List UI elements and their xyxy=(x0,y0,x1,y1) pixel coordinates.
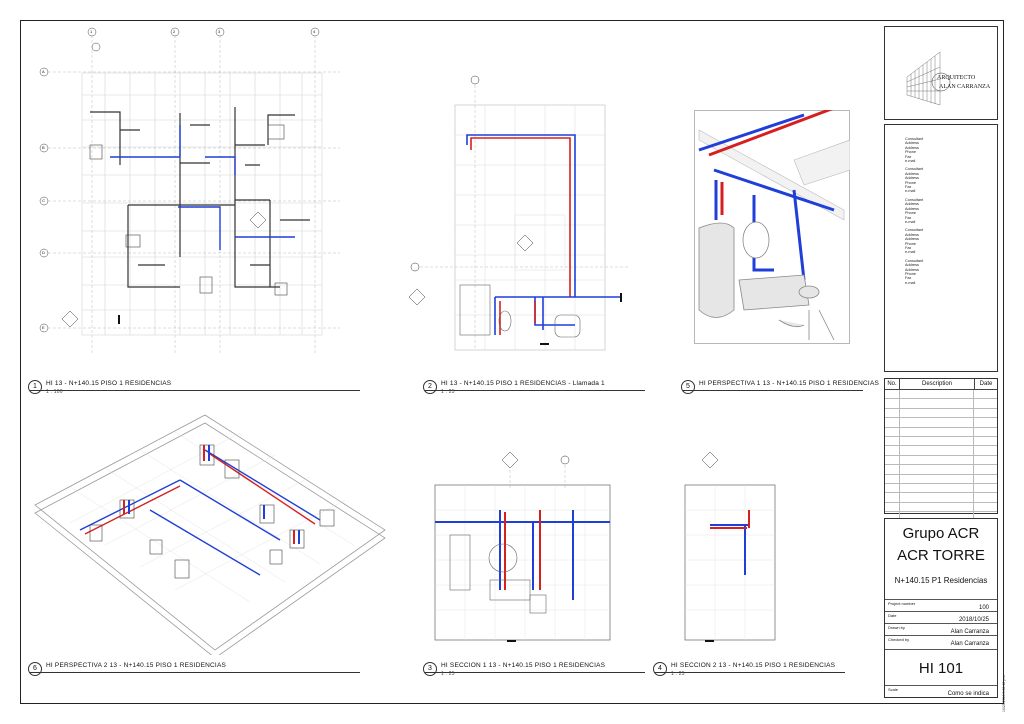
enlarged-plan-drawing xyxy=(408,75,630,351)
rev-col-date: Date xyxy=(979,381,993,387)
perspective-1-drawing xyxy=(694,110,850,344)
view-title-2: 2 HI 13 - N+140.15 PISO 1 RESIDENCIAS - … xyxy=(423,380,605,395)
checked-by-row: Checked by Alan Carranza xyxy=(885,635,997,648)
project-number-row: Project number 100 xyxy=(885,599,997,612)
view-number-6: 6 xyxy=(28,662,42,676)
view-number-1: 1 xyxy=(28,380,42,394)
view-scale-4: 1 : 25 xyxy=(671,671,685,677)
view-title-text-6: HI PERSPECTIVA 2 13 - N+140.15 PISO 1 RE… xyxy=(46,662,227,669)
view-title-text-1: HI 13 - N+140.15 PISO 1 RESIDENCIAS xyxy=(46,380,172,387)
view-perspective-1[interactable] xyxy=(694,110,850,344)
drawn-by-row: Drawn by Alan Carranza xyxy=(885,623,997,636)
rev-col-no: No. xyxy=(885,379,900,389)
client-name: Grupo ACR xyxy=(902,525,980,542)
logo-box: ARQUITECTO ALAN CARRANZA xyxy=(884,26,998,120)
scale-value: Como se indica xyxy=(947,691,989,697)
view-title-4: 4 HI SECCION 2 13 - N+140.15 PISO 1 RESI… xyxy=(653,662,835,677)
project-number-value: 100 xyxy=(978,605,989,611)
checked-by-value: Alan Carranza xyxy=(950,641,989,647)
view-title-text-5: HI PERSPECTIVA 1 13 - N+140.15 PISO 1 RE… xyxy=(699,380,880,387)
grid-label-a: A xyxy=(42,69,45,74)
view-title-underline-6 xyxy=(30,672,360,673)
view-title-underline-3 xyxy=(425,672,645,673)
grid-label-c: C xyxy=(42,198,45,203)
view-title-5: 5 HI PERSPECTIVA 1 13 - N+140.15 PISO 1 … xyxy=(681,380,879,394)
project-info-box: Grupo ACR ACR TORRE N+140.15 P1 Residenc… xyxy=(884,518,998,698)
view-title-underline-4 xyxy=(655,672,845,673)
grid-label-4: 4 xyxy=(313,29,316,34)
date-value: 2018/10/25 xyxy=(958,617,989,623)
section-1-drawing xyxy=(434,451,611,642)
view-floor-plan[interactable]: 1 2 3 4 A B C D E xyxy=(30,25,360,370)
view-scale-3: 1 : 25 xyxy=(441,671,455,677)
view-title-text-3: HI SECCION 1 13 - N+140.15 PISO 1 RESIDE… xyxy=(441,662,606,669)
print-timestamp: 10/25/2018 5:00:48 p.m. xyxy=(1002,674,1006,712)
date-row: Date 2018/10/25 xyxy=(885,611,997,624)
view-title-text-2: HI 13 - N+140.15 PISO 1 RESIDENCIAS - Ll… xyxy=(441,380,605,387)
grid-label-b: B xyxy=(42,145,45,150)
grid-label-e: E xyxy=(42,325,45,330)
revisions-header: No. Description Date xyxy=(885,379,997,390)
view-enlarged-plan[interactable] xyxy=(405,75,635,355)
section-2-drawing xyxy=(684,451,776,642)
view-number-4: 4 xyxy=(653,662,667,676)
revisions-table: No. Description Date xyxy=(884,378,998,522)
view-number-5: 5 xyxy=(681,380,695,394)
view-title-underline-5 xyxy=(683,390,863,391)
grid-label-d: D xyxy=(42,250,45,255)
view-title-3: 3 HI SECCION 1 13 - N+140.15 PISO 1 RESI… xyxy=(423,662,605,677)
drawn-by-value: Alan Carranza xyxy=(950,629,989,635)
view-number-2: 2 xyxy=(423,380,437,394)
view-title-1: 1 HI 13 - N+140.15 PISO 1 RESIDENCIAS 1 :… xyxy=(28,380,171,395)
grid-label-3: 3 xyxy=(218,29,221,34)
view-title-text-4: HI SECCION 2 13 - N+140.15 PISO 1 RESIDE… xyxy=(671,662,836,669)
view-section-2[interactable] xyxy=(675,450,795,650)
floor-plan-drawing xyxy=(39,27,340,355)
logo-line-1: ARQUITECTO xyxy=(937,75,976,81)
logo-line-2: ALAN CARRANZA xyxy=(939,84,991,90)
view-number-3: 3 xyxy=(423,662,437,676)
view-title-6: 6 HI PERSPECTIVA 2 13 - N+140.15 PISO 1 … xyxy=(28,662,226,676)
architect-logo-icon xyxy=(906,51,951,106)
scale-row: Scale Como se indica xyxy=(885,685,997,698)
sheet-number: HI 101 xyxy=(885,649,997,686)
project-name: ACR TORRE xyxy=(897,547,985,564)
view-perspective-2[interactable] xyxy=(30,410,390,655)
grid-label-1: 1 xyxy=(90,29,93,34)
view-title-underline-1 xyxy=(30,390,360,391)
sheet-name: N+140.15 P1 Residencias xyxy=(894,576,988,585)
view-section-1[interactable] xyxy=(405,450,645,650)
view-scale-1: 1 : 100 xyxy=(46,389,63,395)
drawing-sheet-border xyxy=(20,20,1004,704)
view-title-underline-2 xyxy=(425,390,645,391)
view-scale-2: 1 : 25 xyxy=(441,389,455,395)
rev-col-description: Description xyxy=(900,379,975,389)
perspective-2-drawing xyxy=(34,414,386,655)
grid-label-2: 2 xyxy=(173,29,176,34)
